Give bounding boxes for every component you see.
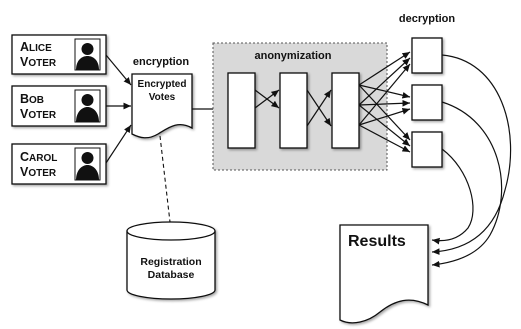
person-silhouette-icon bbox=[74, 38, 101, 71]
person-silhouette-icon bbox=[74, 89, 101, 123]
voter-name: CAROL bbox=[20, 150, 57, 164]
mix-server-1 bbox=[227, 72, 256, 149]
voter-role: VOTER bbox=[20, 55, 57, 69]
dashed-link-registration bbox=[159, 135, 171, 223]
encrypted-votes-label-line1: Encrypted bbox=[138, 79, 187, 90]
voter-carol: CAROL VOTER bbox=[11, 143, 107, 185]
decryption-to-results-arrows bbox=[431, 54, 512, 268]
mix-to-decryption-arrows bbox=[358, 51, 411, 153]
voter-name: ALICE bbox=[20, 40, 52, 54]
registration-label-line2: Database bbox=[148, 269, 195, 281]
person-silhouette-icon bbox=[74, 147, 101, 181]
anonymization-label: anonymization bbox=[254, 50, 331, 62]
decryption-box-1 bbox=[411, 37, 443, 74]
mix-crossing-arrows-2 bbox=[306, 89, 332, 127]
decryption-label: decryption bbox=[399, 13, 456, 25]
voter-name: BOB bbox=[20, 92, 44, 106]
arrow-alice-to-votes bbox=[105, 54, 132, 86]
results-document bbox=[339, 224, 429, 324]
encrypted-votes-label-line2: Votes bbox=[149, 92, 176, 103]
decryption-box-3 bbox=[411, 131, 443, 168]
voter-alice: ALICE VOTER bbox=[11, 34, 107, 75]
registration-database bbox=[126, 221, 216, 300]
registration-label-line1: Registration bbox=[140, 256, 201, 268]
mix-crossing-arrows-1 bbox=[254, 89, 280, 109]
voter-role: VOTER bbox=[20, 165, 57, 179]
encrypted-votes-document bbox=[131, 73, 193, 139]
decryption-box-2 bbox=[411, 84, 443, 121]
encryption-label: encryption bbox=[133, 56, 190, 68]
mix-server-3 bbox=[331, 72, 360, 149]
voter-role: VOTER bbox=[20, 107, 57, 121]
arrow-carol-to-votes bbox=[105, 124, 132, 164]
mix-server-2 bbox=[279, 72, 308, 149]
voter-bob: BOB VOTER bbox=[11, 85, 107, 127]
results-label: Results bbox=[348, 233, 406, 250]
